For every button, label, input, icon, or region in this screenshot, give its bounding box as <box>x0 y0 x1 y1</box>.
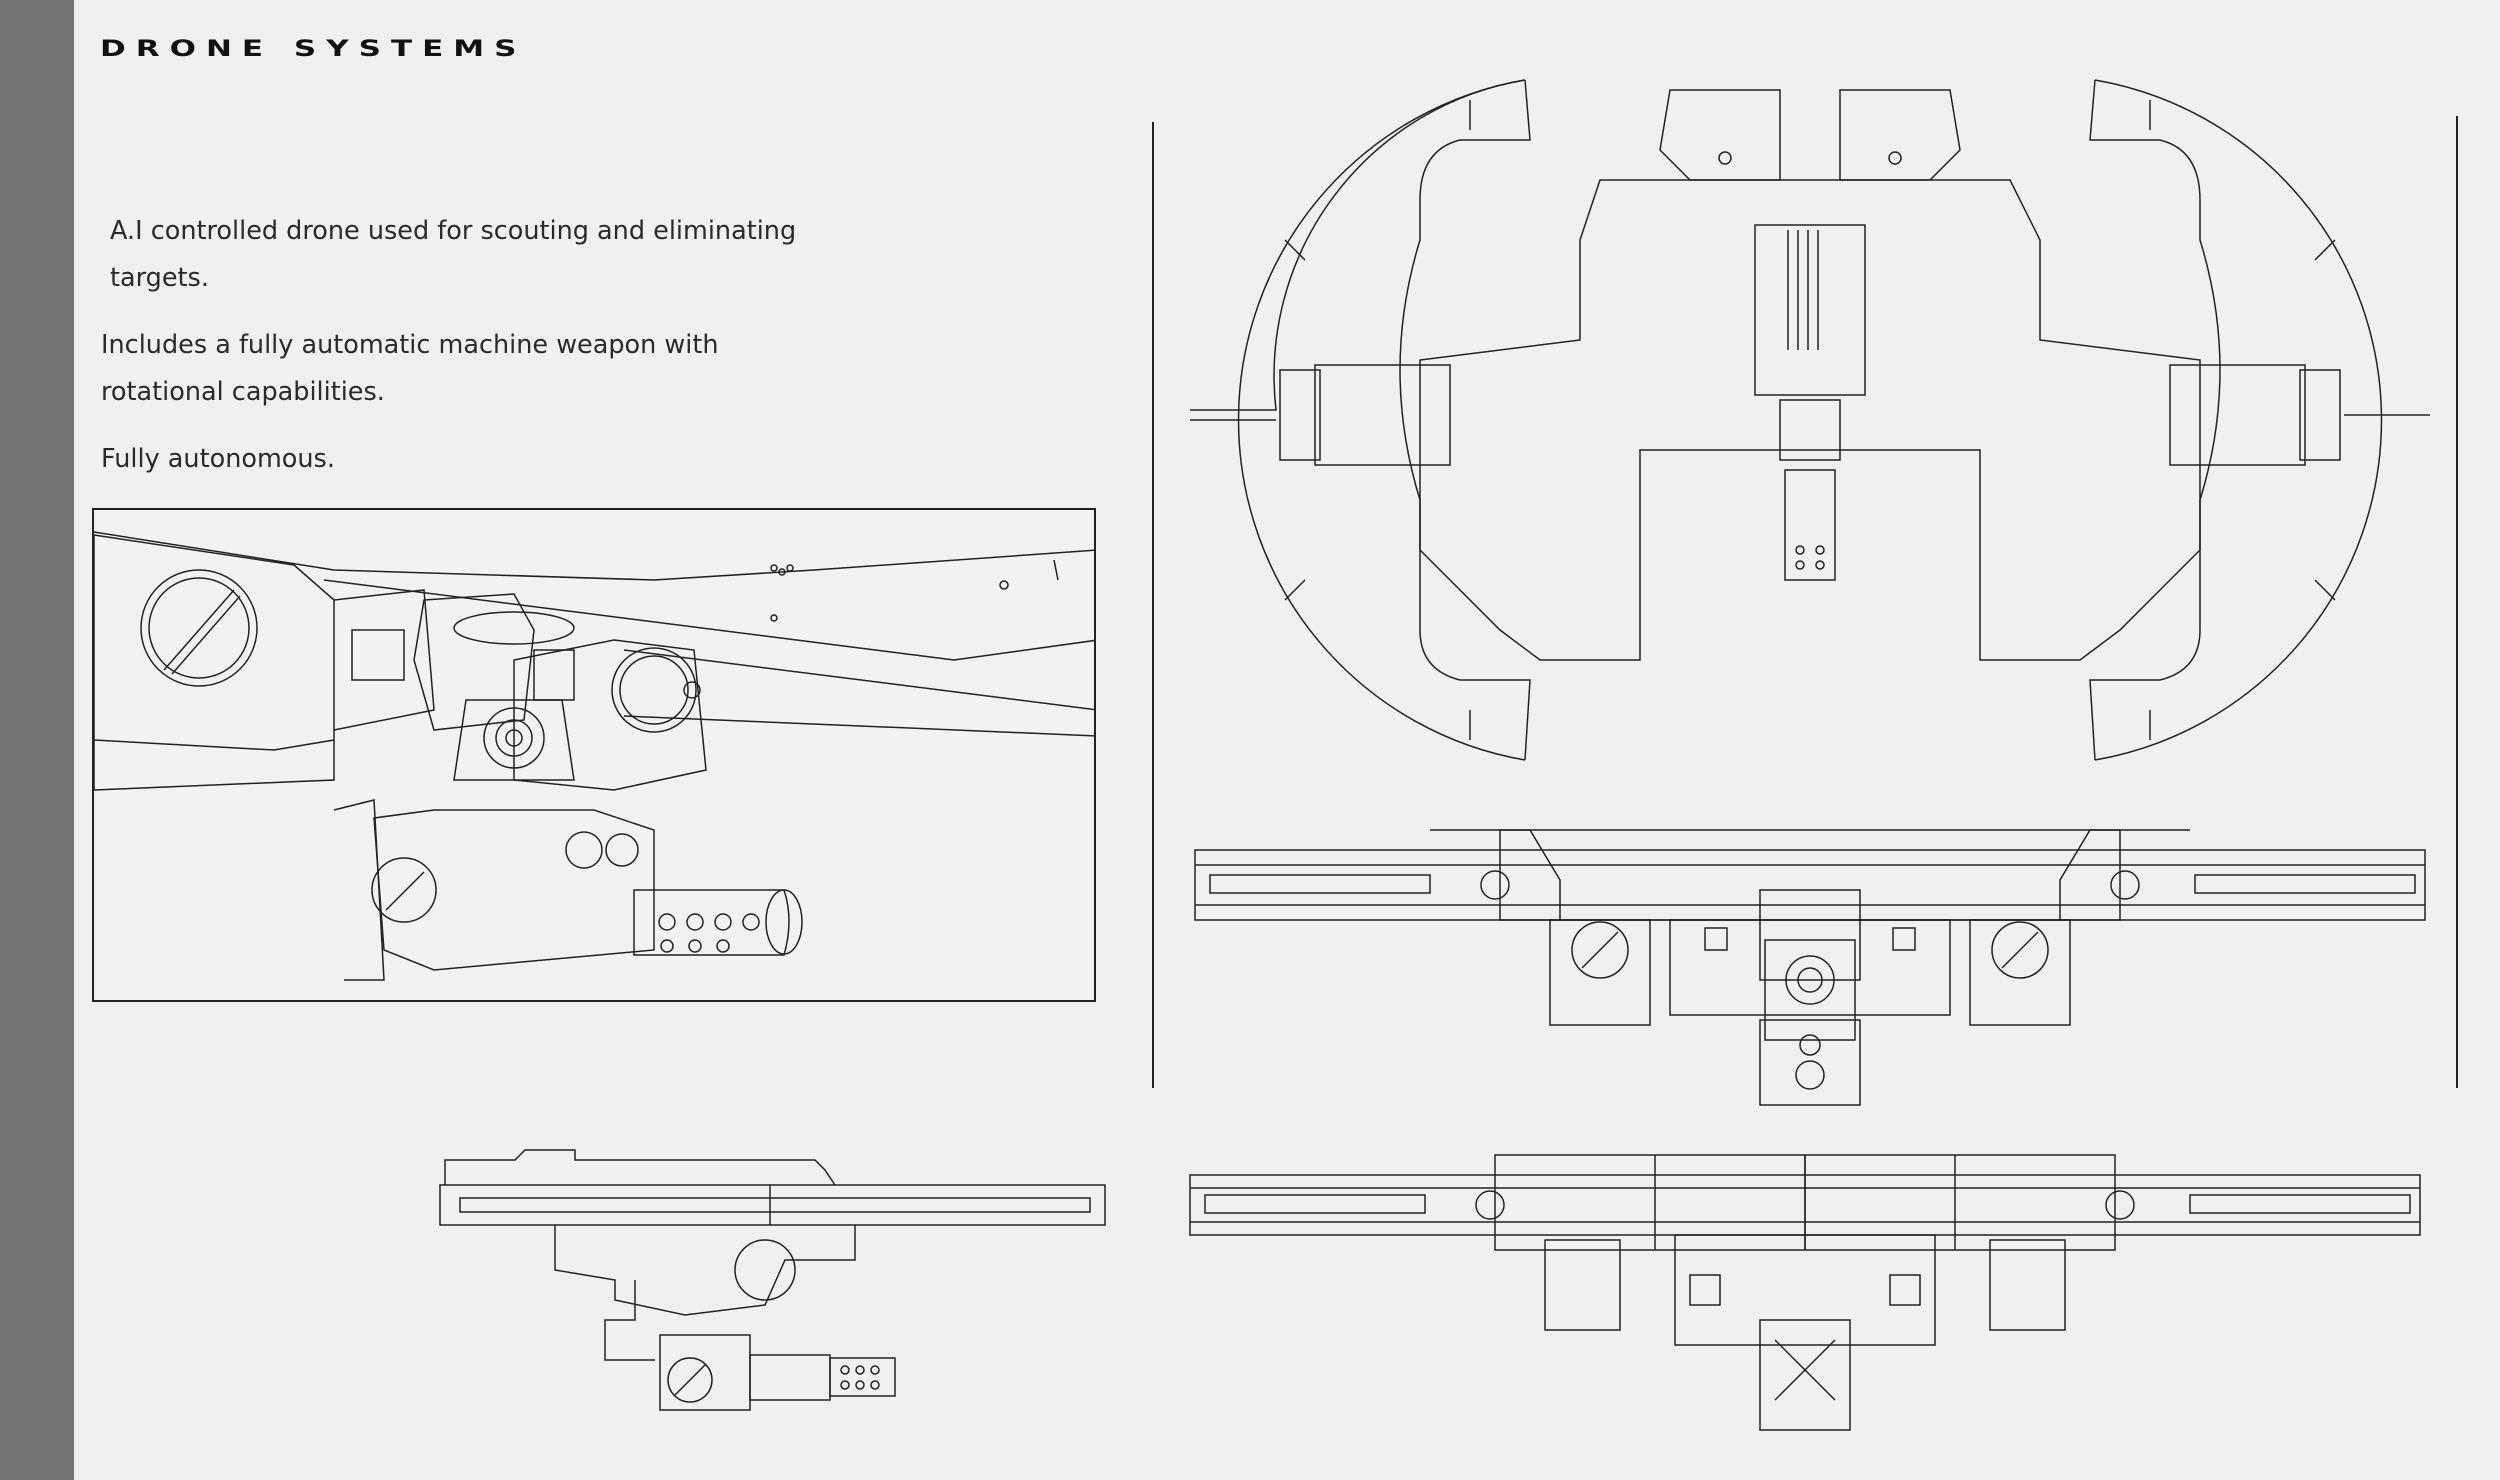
perspective-view-panel <box>92 508 1096 1002</box>
page-title: DRONE SYSTEMS <box>100 36 527 62</box>
description-ai-drone: A.I controlled drone used for scouting a… <box>110 216 797 293</box>
back-view-drone-drawing <box>1185 1140 2425 1440</box>
side-view-drone-drawing <box>435 1140 1115 1420</box>
front-view-drone-drawing <box>1190 820 2430 1120</box>
perspective-drone-drawing <box>94 510 1096 1002</box>
right-divider-line <box>2456 116 2458 1088</box>
left-sidebar <box>0 0 74 1480</box>
description-autonomous: Fully autonomous. <box>101 444 335 474</box>
left-divider-line <box>1152 122 1154 1088</box>
top-view-drone-drawing <box>1180 70 2440 770</box>
description-weapon: Includes a fully automatic machine weapo… <box>101 330 719 407</box>
